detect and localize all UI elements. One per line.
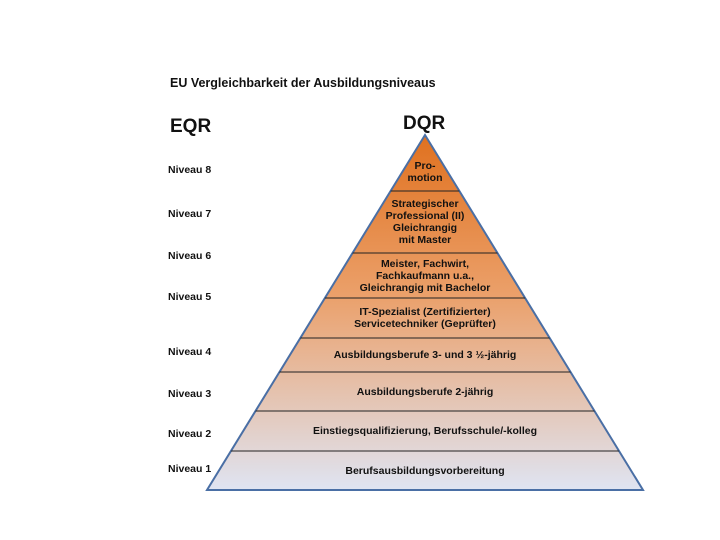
eqr-level-6: Niveau 6 xyxy=(168,250,212,262)
dqr-level-text: Professional (II) xyxy=(385,210,465,222)
dqr-level-5: IT-Spezialist (Zertifizierter)Servicetec… xyxy=(225,306,625,330)
dqr-level-2: Einstiegsqualifizierung, Berufsschule/-k… xyxy=(225,425,625,437)
dqr-level-6: Meister, Fachwirt,Fachkaufmann u.a.,Glei… xyxy=(225,258,625,294)
dqr-level-text: Gleichrangig xyxy=(392,222,458,234)
eqr-level-4: Niveau 4 xyxy=(168,346,212,358)
dqr-level-text: Strategischer xyxy=(391,198,459,210)
dqr-level-text: mit Master xyxy=(398,234,452,246)
eqr-level-5: Niveau 5 xyxy=(168,291,212,303)
dqr-level-8: Pro-motion xyxy=(225,160,625,184)
dqr-level-text: Ausbildungsberufe 2-jährig xyxy=(356,385,494,398)
dqr-level-3: Ausbildungsberufe 2-jährig xyxy=(225,386,625,398)
pyramid-shape xyxy=(205,133,645,491)
dqr-level-text: IT-Spezialist (Zertifizierter) xyxy=(359,306,491,318)
dqr-level-4: Ausbildungsberufe 3- und 3 ½-jährig xyxy=(225,349,625,361)
dqr-level-text: Einstiegsqualifizierung, Berufsschule/-k… xyxy=(312,425,538,437)
dqr-level-text: Servicetechniker (Geprüfter) xyxy=(354,318,496,330)
eqr-heading: EQR xyxy=(170,116,212,137)
dqr-level-text: Meister, Fachwirt, xyxy=(380,257,470,270)
dqr-level-text: Fachkaufmann u.a., xyxy=(375,269,475,282)
slide-title: EU Vergleichbarkeit der Ausbildungsnivea… xyxy=(170,76,436,90)
eqr-level-2: Niveau 2 xyxy=(168,428,212,440)
dqr-level-text: Gleichrangig mit Bachelor xyxy=(359,281,491,294)
eqr-level-3: Niveau 3 xyxy=(168,388,212,400)
dqr-level-1: Berufsausbildungsvorbereitung xyxy=(225,465,625,477)
dqr-level-text: Ausbildungsberufe 3- und 3 ½-jährig xyxy=(333,349,517,361)
dqr-level-text: Berufsausbildungsvorbereitung xyxy=(345,464,505,477)
dqr-level-text: motion xyxy=(407,172,443,184)
eqr-level-8: Niveau 8 xyxy=(168,164,212,176)
eqr-level-1: Niveau 1 xyxy=(168,463,212,475)
eqr-level-7: Niveau 7 xyxy=(168,208,212,220)
dqr-level-text: Pro- xyxy=(414,160,436,172)
dqr-heading: DQR xyxy=(403,113,446,134)
